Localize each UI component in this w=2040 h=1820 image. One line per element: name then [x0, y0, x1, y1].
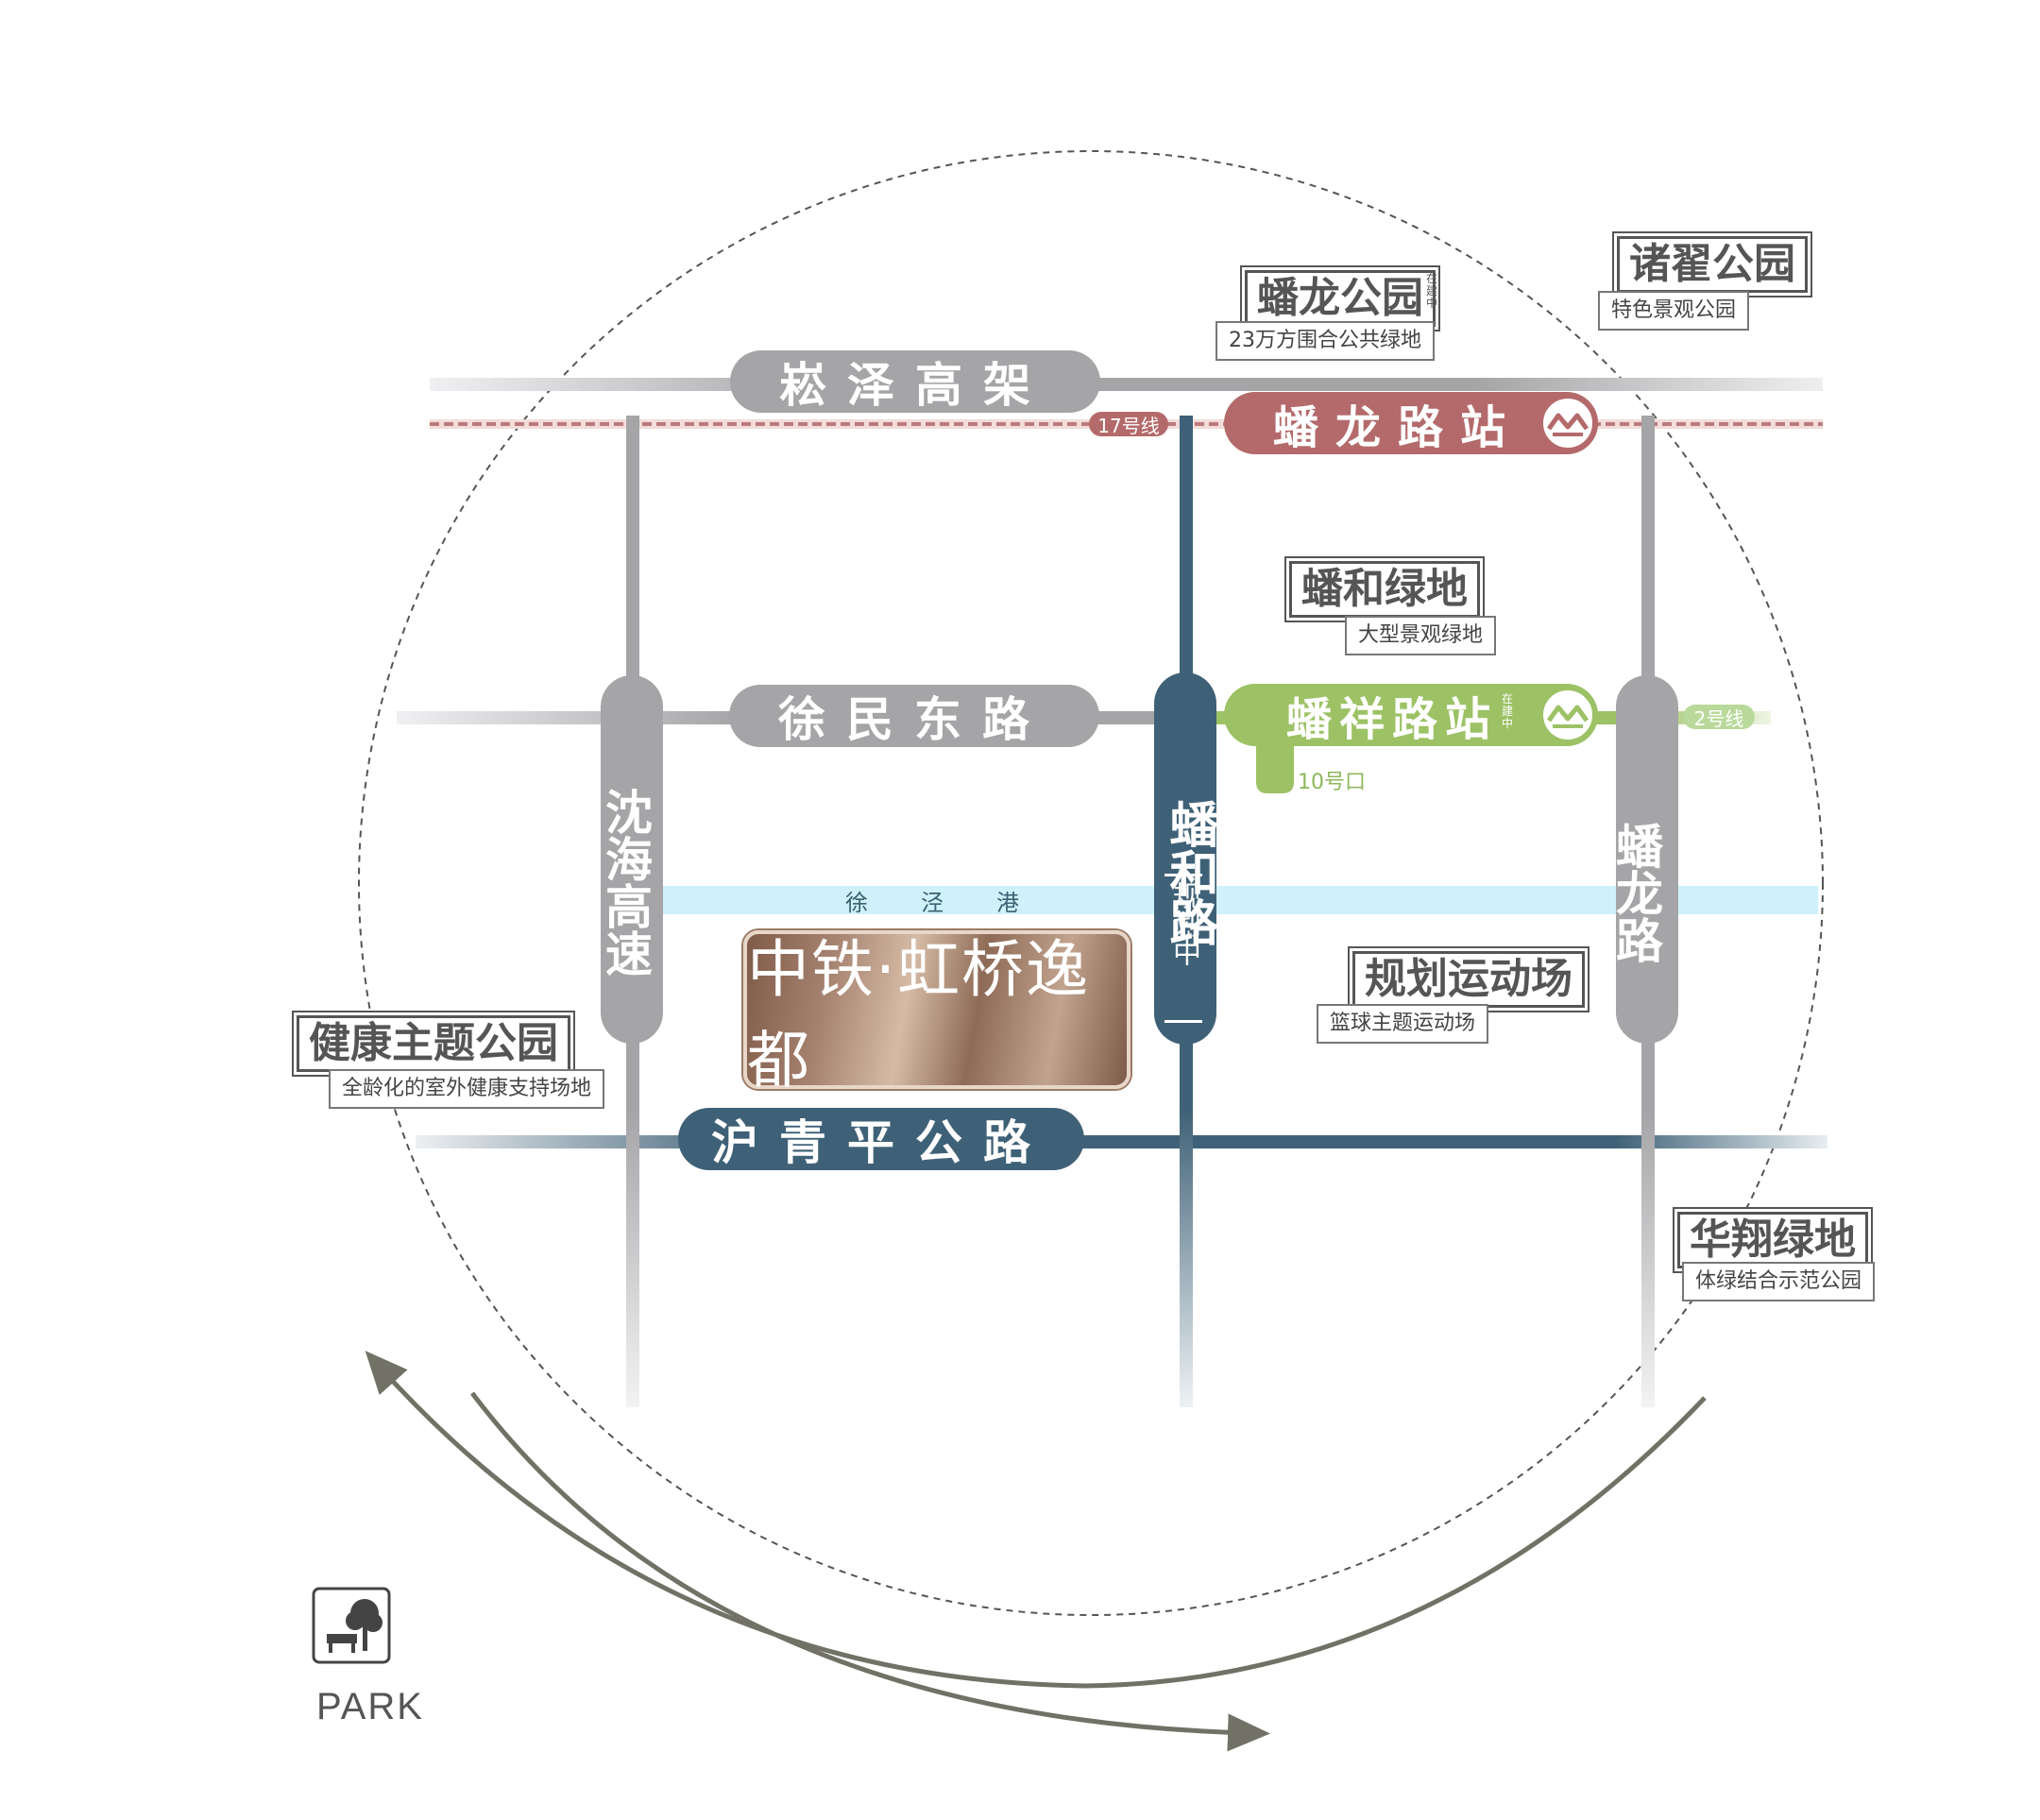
- shanghai-metro-icon-2: [1538, 685, 1598, 745]
- road-panhe-planned: 规划中: [1167, 881, 1200, 966]
- park-panhe-sub: 大型景观绿地: [1345, 616, 1497, 655]
- road-panhe-planned-bracket: [1164, 874, 1202, 1023]
- station-panlong-road: 蟠龙路站: [1224, 392, 1598, 454]
- project-name: 中铁·虹桥逸都: [743, 930, 1130, 1097]
- park-zhudi-title: 诸翟公园: [1617, 236, 1808, 293]
- park-sports-title: 规划运动场: [1352, 951, 1585, 1008]
- arrow-inner: [470, 1391, 1270, 1752]
- metro-exit-label: 10号口: [1298, 771, 1366, 794]
- road-xumin-east-label: 徐民东路: [729, 685, 1099, 747]
- park-zhudi-sub: 特色景观公园: [1598, 291, 1750, 331]
- park-bench-tree-icon: [312, 1587, 391, 1664]
- line17-tag: 17号线: [1089, 412, 1168, 437]
- road-huqingping-label: 沪青平公路: [678, 1108, 1084, 1170]
- road-shenhai-label: 沈海高速: [598, 675, 663, 1044]
- park-sports-sub: 篮球主题运动场: [1317, 1004, 1489, 1044]
- park-panlong-note: 在建中: [1425, 272, 1437, 310]
- station-panxiang-note: 在建中: [1501, 692, 1513, 730]
- station-panxiang-road: 蟠祥路站: [1224, 684, 1598, 746]
- park-huaxiang-title: 华翔绿地: [1677, 1212, 1868, 1268]
- river-label: 徐泾港: [845, 890, 1072, 916]
- line2-tag: 2号线: [1683, 705, 1755, 730]
- park-health-title: 健康主题公园: [297, 1015, 570, 1072]
- shanghai-metro-icon: [1538, 393, 1598, 453]
- park-panlong-sub: 23万方围合公共绿地: [1216, 321, 1435, 361]
- road-panlong-label: 蟠龙路: [1608, 675, 1678, 1044]
- road-songze-line: [430, 378, 1823, 391]
- arrow-outer: [365, 1351, 1707, 1689]
- legend-park-text: PARK: [316, 1686, 424, 1727]
- park-huaxiang-sub: 体绿结合示范公园: [1682, 1262, 1876, 1301]
- catchment-circle: [358, 150, 1824, 1616]
- park-panhe-title: 蟠和绿地: [1289, 561, 1480, 618]
- park-panlong-title: 蟠龙公园: [1245, 270, 1436, 327]
- road-panhe-label: 蟠和路: [1154, 672, 1217, 1045]
- park-health-sub: 全龄化的室外健康支持场地: [329, 1069, 605, 1109]
- road-songze-label: 崧泽高架: [730, 350, 1100, 413]
